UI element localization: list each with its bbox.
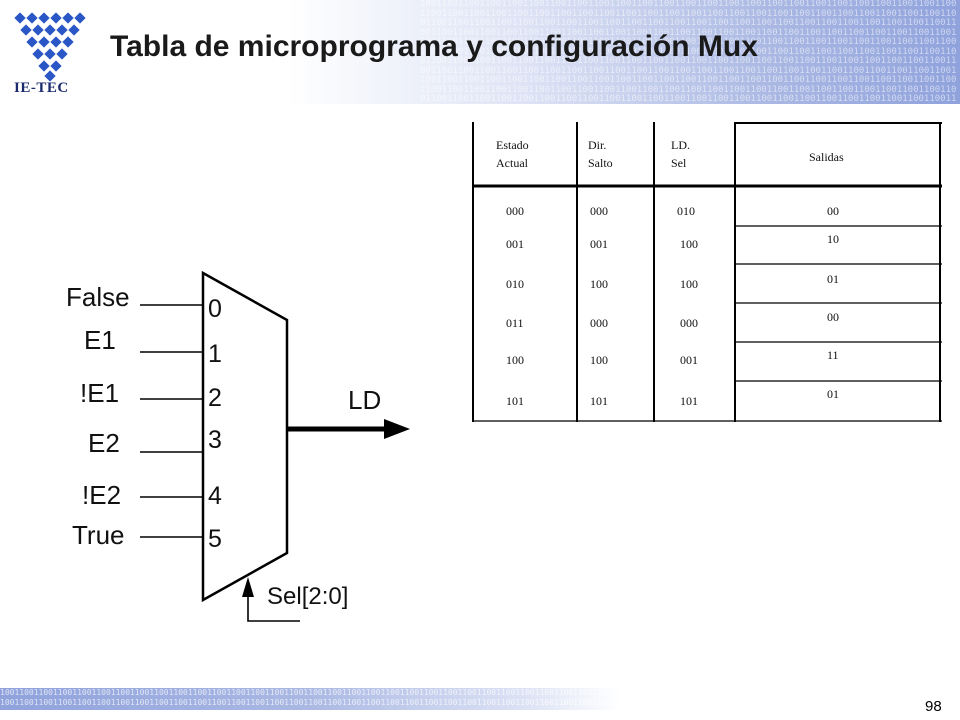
slide-title: Tabla de microprograma y configuración M… — [110, 30, 758, 63]
table-cell: 101 — [680, 394, 698, 408]
table-cell: 101 — [590, 394, 608, 408]
table-cell: 001 — [680, 353, 698, 367]
mux-body — [201, 270, 289, 603]
select-line — [247, 595, 300, 622]
table-cell: 11 — [827, 348, 839, 362]
table-cell: 00 — [827, 310, 839, 324]
logo-text: IE-TEC — [14, 80, 69, 96]
table-cell: 101 — [506, 394, 524, 408]
page-number: 98 — [925, 698, 942, 715]
header-band: 1001100110011001100110011001100110011001… — [0, 0, 960, 104]
mux-input-label-3: E2 — [88, 428, 120, 458]
table-cell: 100 — [590, 353, 608, 367]
mux-input-label-0: False — [66, 282, 130, 312]
table-cell: 010 — [506, 277, 524, 291]
mux-port-number-5: 5 — [208, 525, 222, 553]
mux-port-number-3: 3 — [208, 426, 222, 454]
mux-port-number-4: 4 — [208, 482, 222, 510]
header-dir-salto: Dir. Salto — [588, 138, 613, 170]
table-cell: 011 — [506, 316, 524, 330]
table-cell: 010 — [677, 204, 695, 218]
table-cell: 000 — [590, 316, 608, 330]
table-cell: 01 — [827, 272, 839, 286]
table-cell: 000 — [506, 204, 524, 218]
table-cell: 100 — [506, 353, 524, 367]
table-cell: 10 — [827, 232, 839, 246]
mux-output-label: LD — [348, 385, 382, 415]
table-cell: 100 — [680, 277, 698, 291]
table-cell: 01 — [827, 387, 839, 401]
binary-pattern: 1001100110011001100110011001100110011001… — [420, 0, 957, 104]
mux-input-label-1: E1 — [84, 325, 116, 355]
mux-input-label-4: !E2 — [82, 480, 122, 510]
mux-input-label-5: True — [72, 520, 125, 550]
select-arrowhead — [242, 577, 254, 597]
mux-port-number-2: 2 — [208, 384, 222, 412]
mux-port-number-1: 1 — [208, 340, 222, 368]
table-cell: 001 — [590, 237, 608, 251]
table-cell: 000 — [680, 316, 698, 330]
header-ld-sel: LD. Sel — [671, 138, 690, 170]
table-cell: 100 — [680, 237, 698, 251]
table-lines — [472, 122, 942, 422]
mux-port-number-0: 0 — [208, 295, 222, 323]
mux-input-label-2: !E1 — [80, 378, 120, 408]
output-arrowhead — [384, 419, 410, 439]
microprogram-table: Estado Actual Dir. Salto LD. Sel Salidas… — [472, 122, 942, 422]
header-estado-actual: Estado Actual — [496, 138, 529, 170]
footer-binary-pattern: 1001100110011001100110011001100110011001… — [0, 688, 620, 707]
table-cell: 001 — [506, 237, 524, 251]
mux-select-label: Sel[2:0] — [267, 583, 349, 610]
footer-band: 1001100110011001100110011001100110011001… — [0, 688, 620, 710]
ie-tec-logo-icon — [14, 12, 86, 82]
table-cell: 000 — [590, 204, 608, 218]
table-cell: 100 — [590, 277, 608, 291]
table-cell: 00 — [827, 204, 839, 218]
header-salidas: Salidas — [809, 150, 844, 164]
